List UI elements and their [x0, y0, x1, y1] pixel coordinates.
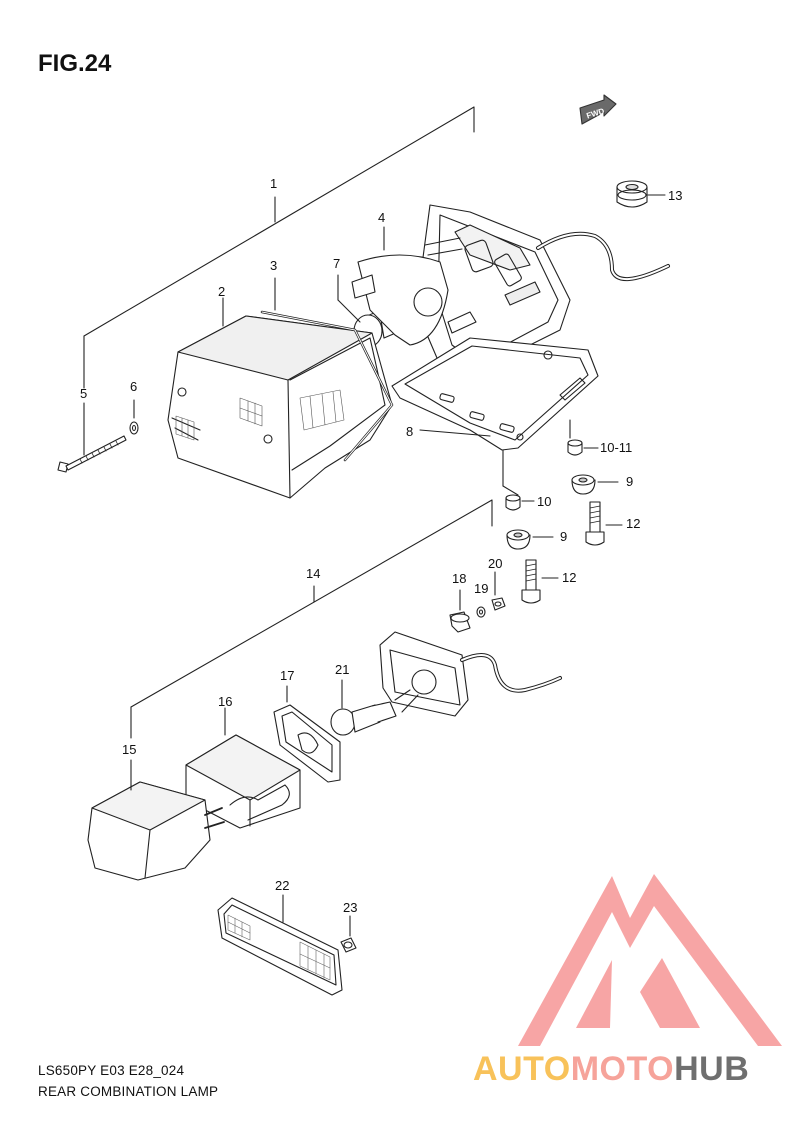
label-part-15: 15 [122, 742, 136, 757]
fwd-arrow-icon: FWD [579, 94, 617, 125]
lens-part-15 [87, 759, 225, 881]
mounting-plate-part-8 [391, 337, 599, 496]
spacer-part-10-11 [567, 419, 599, 456]
label-part-14: 14 [306, 566, 320, 581]
label-part-13: 13 [668, 188, 682, 203]
label-part-9-lower: 9 [560, 529, 567, 544]
lamp-base-part-16 [185, 707, 301, 829]
label-part-19: 19 [474, 581, 488, 596]
label-part-4: 4 [378, 210, 385, 225]
label-part-16: 16 [218, 694, 232, 709]
nut-part-20 [491, 571, 506, 611]
label-part-9-upper: 9 [626, 474, 633, 489]
reflector-part-22 [217, 894, 343, 996]
label-part-12-upper: 12 [626, 516, 640, 531]
label-part-22: 22 [275, 878, 289, 893]
label-part-18: 18 [452, 571, 466, 586]
label-part-12-lower: 12 [562, 570, 576, 585]
lower-lamp-housing [379, 631, 562, 717]
wordmark-auto: AUTO [473, 1050, 571, 1088]
collar-part-18 [449, 589, 471, 633]
part-labels: 1 2 3 4 5 6 7 8 9 9 10 10-11 12 12 13 14… [80, 176, 682, 915]
footer-assembly-name: REAR COMBINATION LAMP [38, 1084, 219, 1099]
wordmark-hub: HUB [674, 1050, 750, 1088]
label-part-5: 5 [80, 386, 87, 401]
spacer-part-10 [505, 494, 535, 511]
label-part-17: 17 [280, 668, 294, 683]
label-part-2: 2 [218, 284, 225, 299]
label-part-23: 23 [343, 900, 357, 915]
label-part-1: 1 [270, 176, 277, 191]
bulb-part-21 [330, 679, 397, 736]
washer-part-6 [129, 399, 139, 435]
label-part-3: 3 [270, 258, 277, 273]
label-part-21: 21 [335, 662, 349, 677]
socket-plate [351, 254, 449, 346]
bolt-part-12-lower [521, 559, 559, 604]
washer-part-19 [476, 606, 486, 618]
grommet-part-13 [616, 180, 666, 208]
wordmark-moto: MOTO [570, 1050, 675, 1088]
label-part-10-11: 10-11 [600, 440, 632, 455]
screw-part-5 [57, 402, 127, 473]
watermark-wordmark: AUTOMOTOHUB [473, 1050, 795, 1089]
lens-part-2 [167, 297, 393, 499]
label-part-8: 8 [406, 424, 413, 439]
watermark-logo-icon [518, 874, 782, 1046]
label-part-20: 20 [488, 556, 502, 571]
group-bracket-1 [83, 106, 475, 389]
bolt-part-12-upper [585, 501, 623, 546]
gasket-part-17 [273, 685, 341, 783]
damper-part-9-lower [506, 529, 554, 550]
figure-title: FIG.24 [38, 50, 112, 77]
group-bracket-14 [130, 499, 493, 739]
damper-part-9-upper [571, 474, 619, 495]
footer-model-code: LS650PY E03 E28_024 [38, 1063, 185, 1078]
gasket-part-3 [260, 277, 394, 462]
nut-part-23 [340, 915, 357, 953]
label-part-10: 10 [537, 494, 551, 509]
label-part-6: 6 [130, 379, 137, 394]
label-part-7: 7 [333, 256, 340, 271]
